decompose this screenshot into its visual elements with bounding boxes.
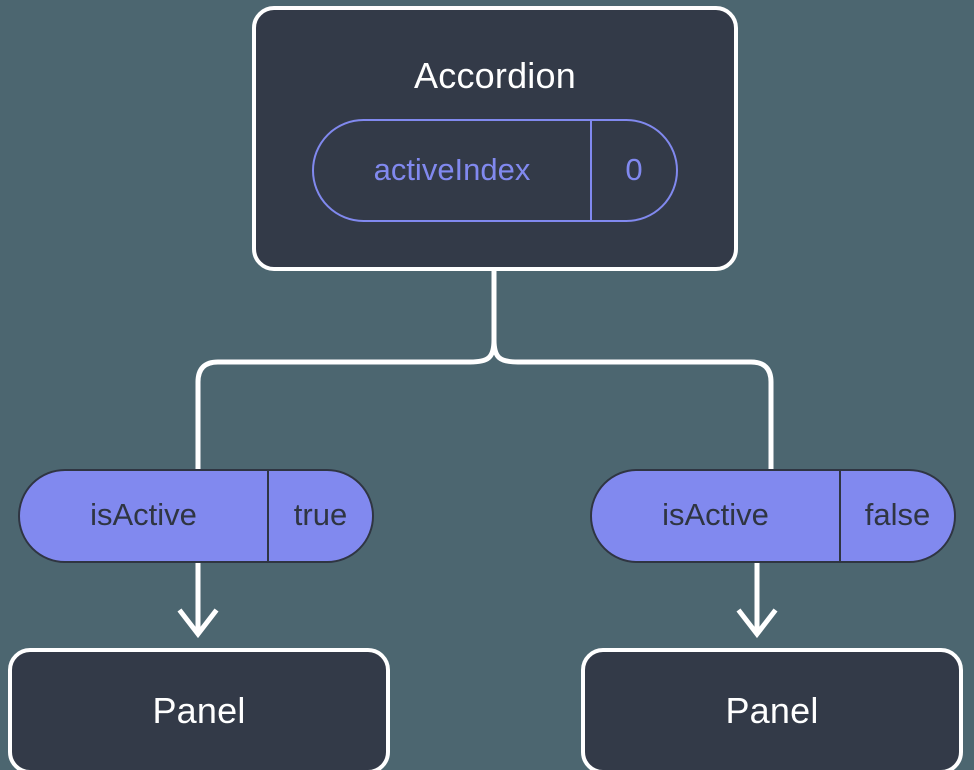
arrow-right-head [736, 608, 778, 639]
component-title-panel: Panel [152, 690, 246, 731]
prop-pill-key: isActive [592, 471, 841, 561]
component-title-panel: Panel [725, 690, 819, 731]
arrow-left-head [177, 608, 219, 639]
component-card-panel-left[interactable]: Panel [8, 648, 390, 770]
state-pill-key: activeIndex [314, 121, 592, 220]
component-card-panel-right[interactable]: Panel [581, 648, 963, 770]
prop-pill-key: isActive [20, 471, 269, 561]
prop-pill-value: true [293, 497, 348, 532]
prop-pill-isactive-true[interactable]: isActive true [18, 469, 374, 563]
component-title-accordion: Accordion [414, 55, 576, 96]
fork-left-branch [195, 339, 497, 469]
prop-pill-isactive-false[interactable]: isActive false [590, 469, 956, 563]
component-card-accordion[interactable]: Accordion activeIndex 0 [252, 6, 738, 271]
state-pill-value: 0 [625, 152, 643, 187]
state-pill-activeindex[interactable]: activeIndex 0 [312, 119, 678, 222]
fork-right-branch [491, 339, 774, 469]
prop-pill-value: false [864, 497, 931, 532]
